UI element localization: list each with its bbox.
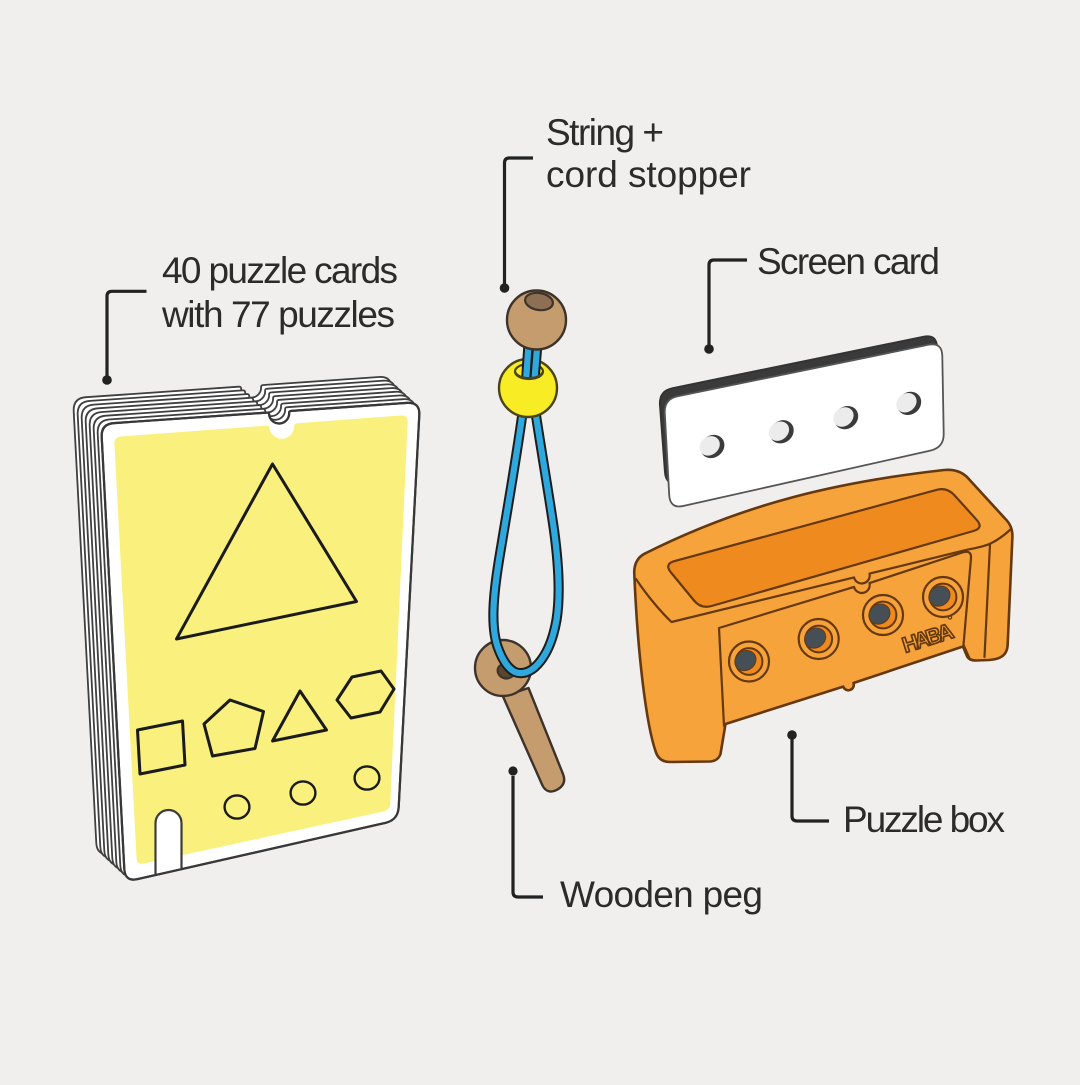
svg-text:40 puzzle cards: 40 puzzle cards xyxy=(162,250,398,291)
svg-text:cord stopper: cord stopper xyxy=(546,154,751,195)
svg-text:Puzzle box: Puzzle box xyxy=(843,799,1006,840)
svg-text:with 77 puzzles: with 77 puzzles xyxy=(161,294,395,335)
svg-text:String +: String + xyxy=(546,112,664,153)
svg-text:Wooden peg: Wooden peg xyxy=(560,874,763,915)
svg-text:Screen card: Screen card xyxy=(757,241,940,282)
